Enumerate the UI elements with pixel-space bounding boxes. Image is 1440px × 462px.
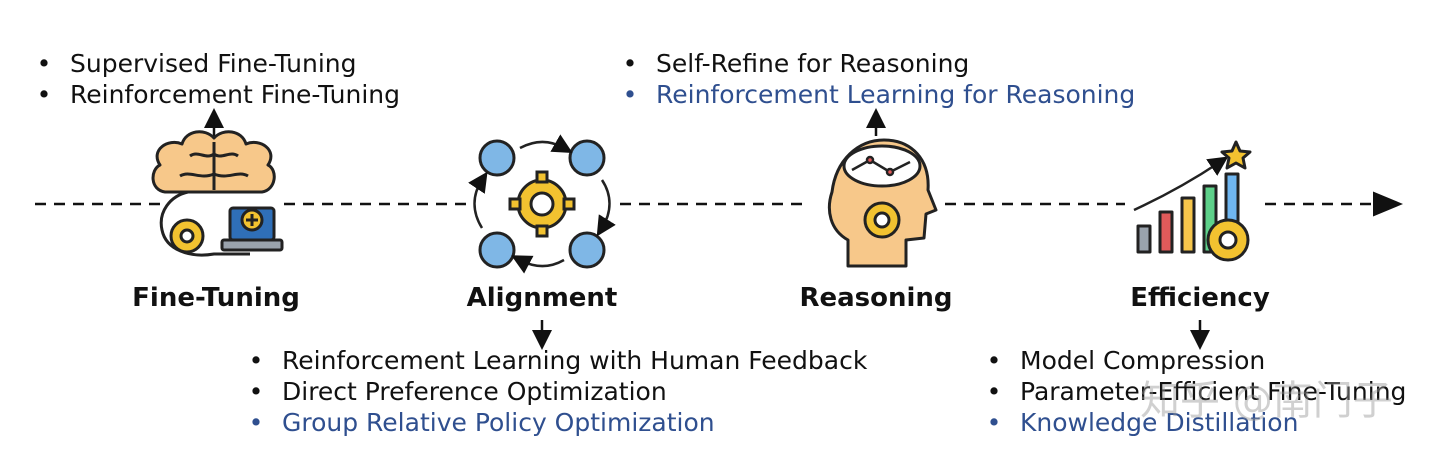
growth-chart-gear-star-icon (1133, 140, 1252, 262)
list-item-highlighted: • Knowledge Distillation (984, 407, 1406, 438)
list-item-highlighted: • Group Relative Policy Optimization (246, 407, 867, 438)
list-item: • Reinforcement Fine-Tuning (34, 79, 400, 110)
bullet: • (36, 49, 52, 78)
alignment-methods-list: • Reinforcement Learning with Human Feedb… (246, 345, 868, 438)
list-item-text: Parameter-Efficient Fine-Tuning (1020, 377, 1407, 406)
list-item-text: Reinforcement Learning for Reasoning (656, 80, 1136, 109)
list-item: • Reinforcement Learning with Human Feedb… (246, 345, 868, 376)
brain-gear-laptop-icon (151, 130, 284, 257)
head-brain-gear-icon (827, 138, 938, 268)
fine-tuning-methods-list: • Supervised Fine-Tuning • Reinforcement F… (34, 48, 400, 110)
connector-arrows (204, 108, 1210, 350)
bullet: • (248, 346, 264, 375)
bullet: • (622, 49, 638, 78)
bullet: • (248, 408, 264, 437)
people-cycle-gear-icon (468, 134, 616, 274)
list-item: • Direct Preference Optimization (246, 376, 867, 407)
list-item-text: Supervised Fine-Tuning (70, 49, 357, 78)
list-item-text: Knowledge Distillation (1020, 408, 1299, 437)
bullet: • (986, 408, 1002, 437)
bullet: • (986, 346, 1002, 375)
bullet: • (986, 377, 1002, 406)
list-item: • Parameter-Efficient Fine-Tuning (984, 376, 1407, 407)
list-item: • Self-Refine for Reasoning (620, 48, 1135, 79)
list-item: • Supervised Fine-Tuning (34, 48, 400, 79)
list-item-text: Group Relative Policy Optimization (282, 408, 715, 437)
list-item-text: Reinforcement Learning with Human Feedba… (282, 346, 868, 375)
stage-label-efficiency: Efficiency (1130, 283, 1270, 313)
list-item-text: Reinforcement Fine-Tuning (70, 80, 400, 109)
reasoning-methods-list: • Self-Refine for Reasoning • Reinforcemen… (620, 48, 1136, 110)
list-item: • Model Compression (984, 345, 1406, 376)
list-item-text: Direct Preference Optimization (282, 377, 667, 406)
watermark: 知乎 @南门子 (1140, 378, 1393, 424)
bullet: • (622, 80, 638, 109)
list-item-highlighted: • Reinforcement Learning for Reasoning (620, 79, 1136, 110)
bullet: • (248, 377, 264, 406)
list-item-text: Model Compression (1020, 346, 1266, 375)
efficiency-methods-list: • Model Compression • Parameter-Efficient … (984, 345, 1407, 438)
bullet: • (36, 80, 52, 109)
stage-label-alignment: Alignment (466, 283, 618, 313)
stage-label-reasoning: Reasoning (799, 283, 953, 313)
list-item-text: Self-Refine for Reasoning (656, 49, 970, 78)
stage-label-fine-tuning: Fine-Tuning (132, 283, 300, 313)
